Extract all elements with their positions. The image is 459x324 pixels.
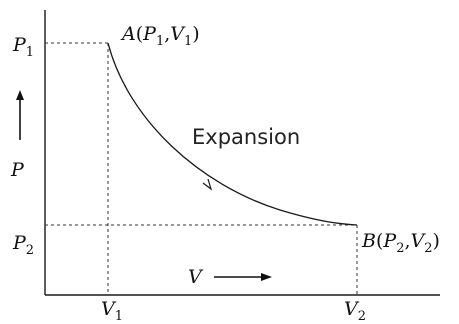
point-b-label: B(P2,V2) xyxy=(361,230,440,256)
point-a-label: A(P1,V1) xyxy=(120,23,200,49)
v2-tick-label: V2 xyxy=(344,298,366,324)
v-axis-right-arrow-icon xyxy=(261,273,272,281)
y-axis-symbol: P xyxy=(10,159,25,181)
expansion-curve xyxy=(107,42,358,226)
expansion-label: Expansion xyxy=(192,125,300,149)
v1-tick-label: V1 xyxy=(101,298,123,324)
curve-direction-arrow xyxy=(202,178,213,191)
x-axis-symbol: V xyxy=(188,266,204,288)
p2-tick-label: P2 xyxy=(12,232,34,258)
p-axis-up-arrow-icon xyxy=(16,90,24,100)
p1-tick-label: P1 xyxy=(12,34,34,60)
